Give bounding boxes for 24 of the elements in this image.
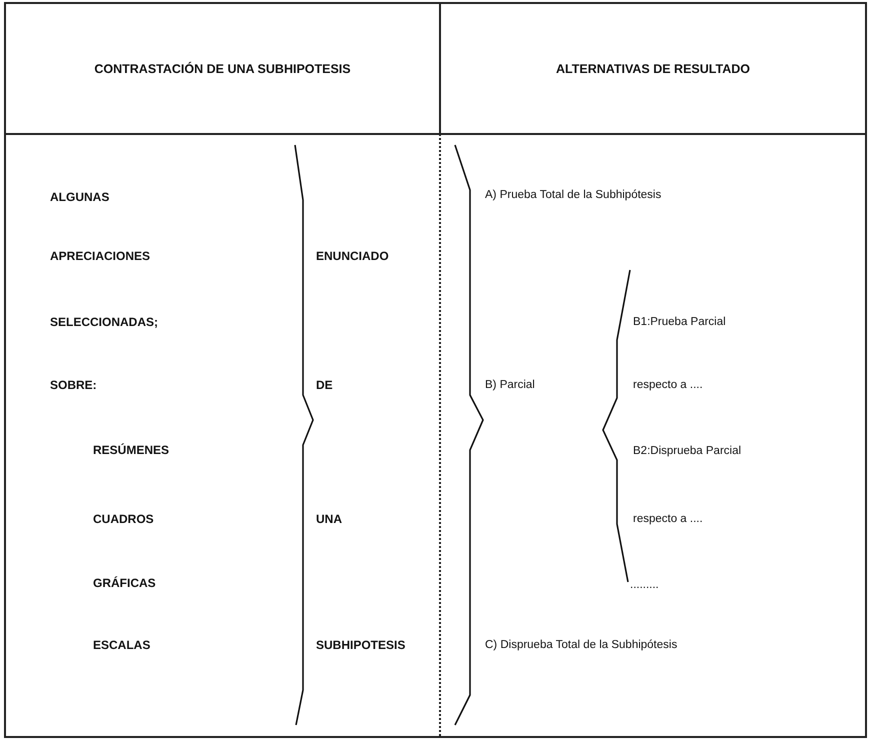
- table-text: SOBRE:: [50, 378, 97, 392]
- table-text: A) Prueba Total de la Subhipótesis: [485, 189, 662, 201]
- table-text: UNA: [316, 512, 342, 526]
- table-text: .........: [630, 579, 659, 591]
- table-text: respecto a ....: [633, 513, 703, 525]
- table-text: ESCALAS: [93, 638, 150, 652]
- table-text: RESÚMENES: [93, 443, 170, 457]
- header-cell: [439, 2, 867, 135]
- table-text: CUADROS: [93, 512, 154, 526]
- column-header: ALTERNATIVAS DE RESULTADO: [556, 62, 750, 76]
- table-text: SELECCIONADAS;: [50, 315, 158, 329]
- table-text: ENUNCIADO: [316, 249, 389, 263]
- table-text: C) Disprueba Total de la Subhipótesis: [485, 639, 678, 651]
- table-text: GRÁFICAS: [93, 576, 156, 590]
- table-text: ALGUNAS: [50, 190, 110, 204]
- table-text: B1:Prueba Parcial: [633, 316, 726, 328]
- table-text: SUBHIPOTESIS: [316, 638, 406, 652]
- table-text: B) Parcial: [485, 379, 535, 391]
- table-text: B2:Disprueba Parcial: [633, 445, 742, 457]
- table-text: DE: [316, 378, 333, 392]
- header-cell: [4, 2, 441, 135]
- table-text: APRECIACIONES: [50, 249, 150, 263]
- table-text: respecto a ....: [633, 379, 703, 391]
- column-header: CONTRASTACIÓN DE UNA SUBHIPOTESIS: [94, 62, 351, 76]
